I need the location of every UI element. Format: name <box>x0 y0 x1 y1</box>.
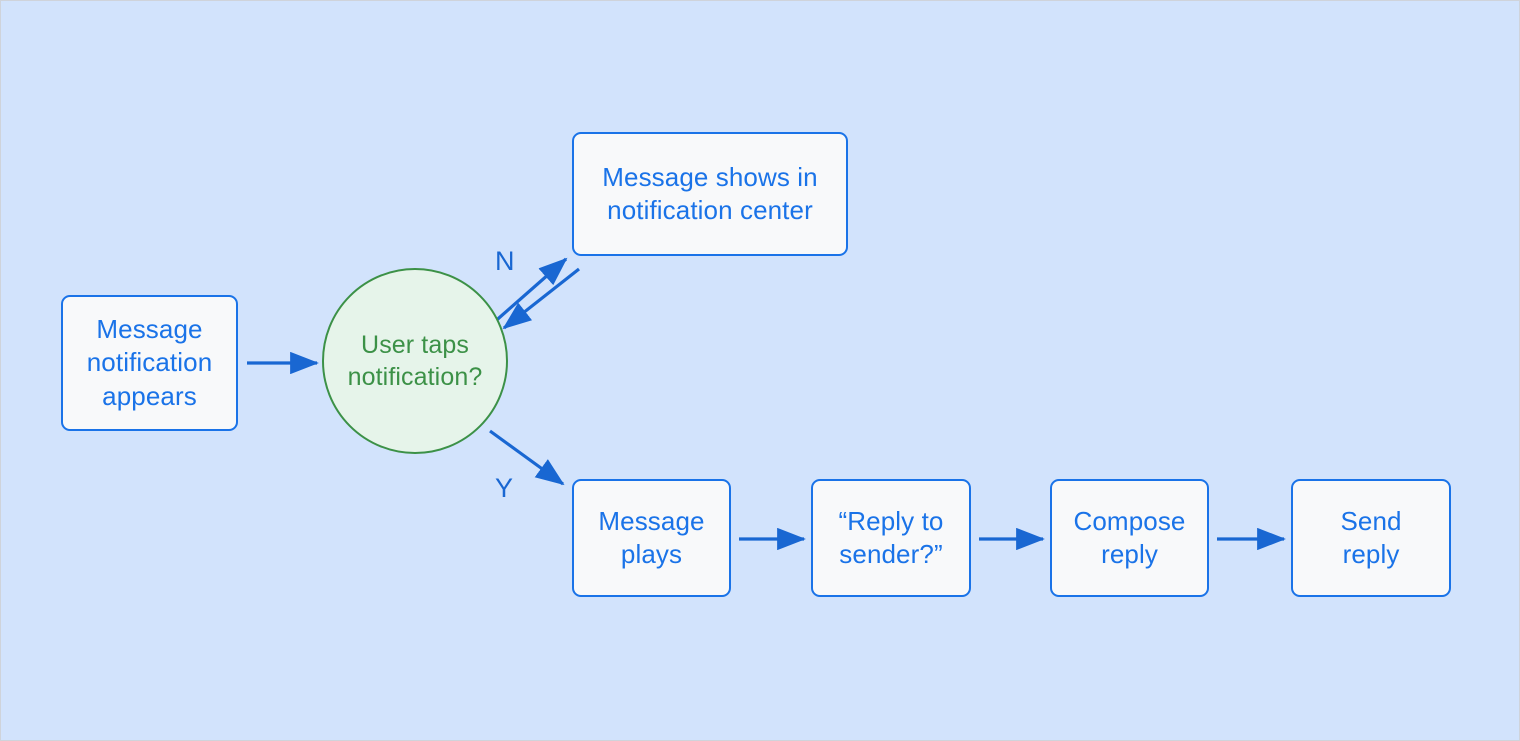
node-label: User taps notification? <box>347 331 483 391</box>
node-reply-to-sender[interactable]: “Reply to sender?” <box>811 479 971 597</box>
node-user-taps-notification[interactable]: User taps notification? <box>322 268 508 454</box>
node-label: Send reply <box>1340 505 1402 569</box>
node-label: Compose reply <box>1073 505 1186 569</box>
node-message-plays[interactable]: Message plays <box>572 479 731 597</box>
node-label: Message notification appears <box>86 314 213 411</box>
node-label: Message plays <box>598 505 705 569</box>
edge-center-back-to-decision <box>502 267 580 330</box>
node-label: “Reply to sender?” <box>838 505 944 569</box>
node-message-notification-appears[interactable]: Message notification appears <box>61 295 238 431</box>
edge-label-no: N <box>495 246 515 276</box>
node-label: Message shows in notification center <box>602 161 818 225</box>
node-compose-reply[interactable]: Compose reply <box>1050 479 1209 597</box>
node-send-reply[interactable]: Send reply <box>1291 479 1451 597</box>
node-message-shows-in-notification-center[interactable]: Message shows in notification center <box>572 132 848 256</box>
edge-label-yes: Y <box>495 473 514 503</box>
